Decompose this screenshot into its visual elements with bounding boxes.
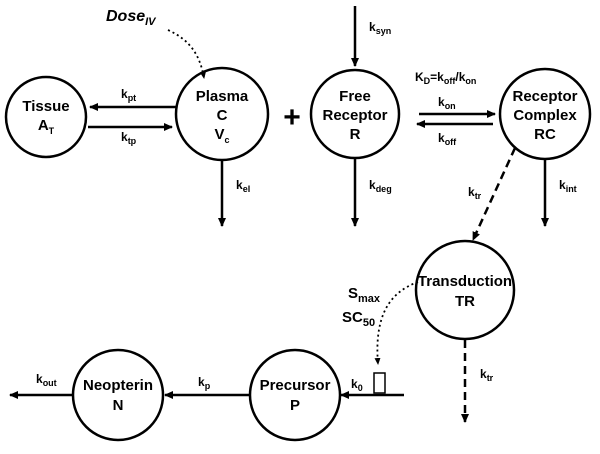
plasma-label: Plasma [196, 88, 249, 105]
precursor-label: Precursor [260, 377, 331, 394]
transduction-node: Transduction TR [414, 239, 516, 341]
neopterin-symbol: N [113, 397, 124, 414]
tissue-symbol: AT [38, 117, 55, 136]
receptor-complex-symbol: RC [534, 126, 556, 143]
kon-label: kon [438, 95, 456, 111]
free-receptor-label-2: Receptor [322, 107, 387, 124]
neopterin-label: Neopterin [83, 377, 153, 394]
precursor-symbol: P [290, 397, 300, 414]
free-receptor-label-1: Free [339, 88, 371, 105]
ktr-label-1: ktr [468, 185, 482, 201]
k0-label: k0 [351, 377, 363, 393]
free-receptor-node: Free Receptor R [309, 68, 401, 160]
receptor-complex-label-2: Complex [513, 107, 577, 124]
stimulation-arrow [374, 281, 419, 365]
stimulation-box [373, 372, 386, 394]
plasma-concentration: C [217, 107, 228, 124]
kpt-label: kpt [121, 87, 136, 103]
kint-label: kint [559, 178, 577, 194]
plasma-volume: Vc [214, 126, 229, 145]
neopterin-node: Neopterin N [71, 348, 165, 442]
ktp-label: ktp [121, 130, 137, 146]
ktr-arrow-rc-to-tr [471, 147, 517, 241]
kdeg-label: kdeg [369, 178, 392, 194]
transduction-label: Transduction [418, 273, 512, 290]
ksyn-label: ksyn [369, 20, 391, 36]
tissue-node: Tissue AT [4, 75, 88, 159]
receptor-complex-node: Receptor Complex RC [498, 67, 592, 161]
free-receptor-symbol: R [350, 126, 361, 143]
ktr-label-2: ktr [480, 367, 494, 383]
receptor-complex-label-1: Receptor [512, 88, 577, 105]
koff-label: koff [438, 131, 457, 147]
kel-label: kel [236, 178, 250, 194]
precursor-node: Precursor P [248, 348, 342, 442]
kp-label: kp [198, 375, 211, 391]
sc50-label: SC50 [342, 309, 375, 329]
plus-sign: + [283, 101, 301, 134]
tissue-label: Tissue [22, 98, 69, 115]
kd-equation: KD=koff/kon [415, 70, 476, 86]
kout-label: kout [36, 372, 57, 388]
dose-arrow [167, 29, 206, 79]
dose-iv-label: DoseIV [106, 8, 157, 28]
plasma-node: Plasma C Vc [174, 66, 270, 162]
transduction-symbol: TR [455, 293, 475, 310]
smax-label: Smax [348, 285, 381, 305]
